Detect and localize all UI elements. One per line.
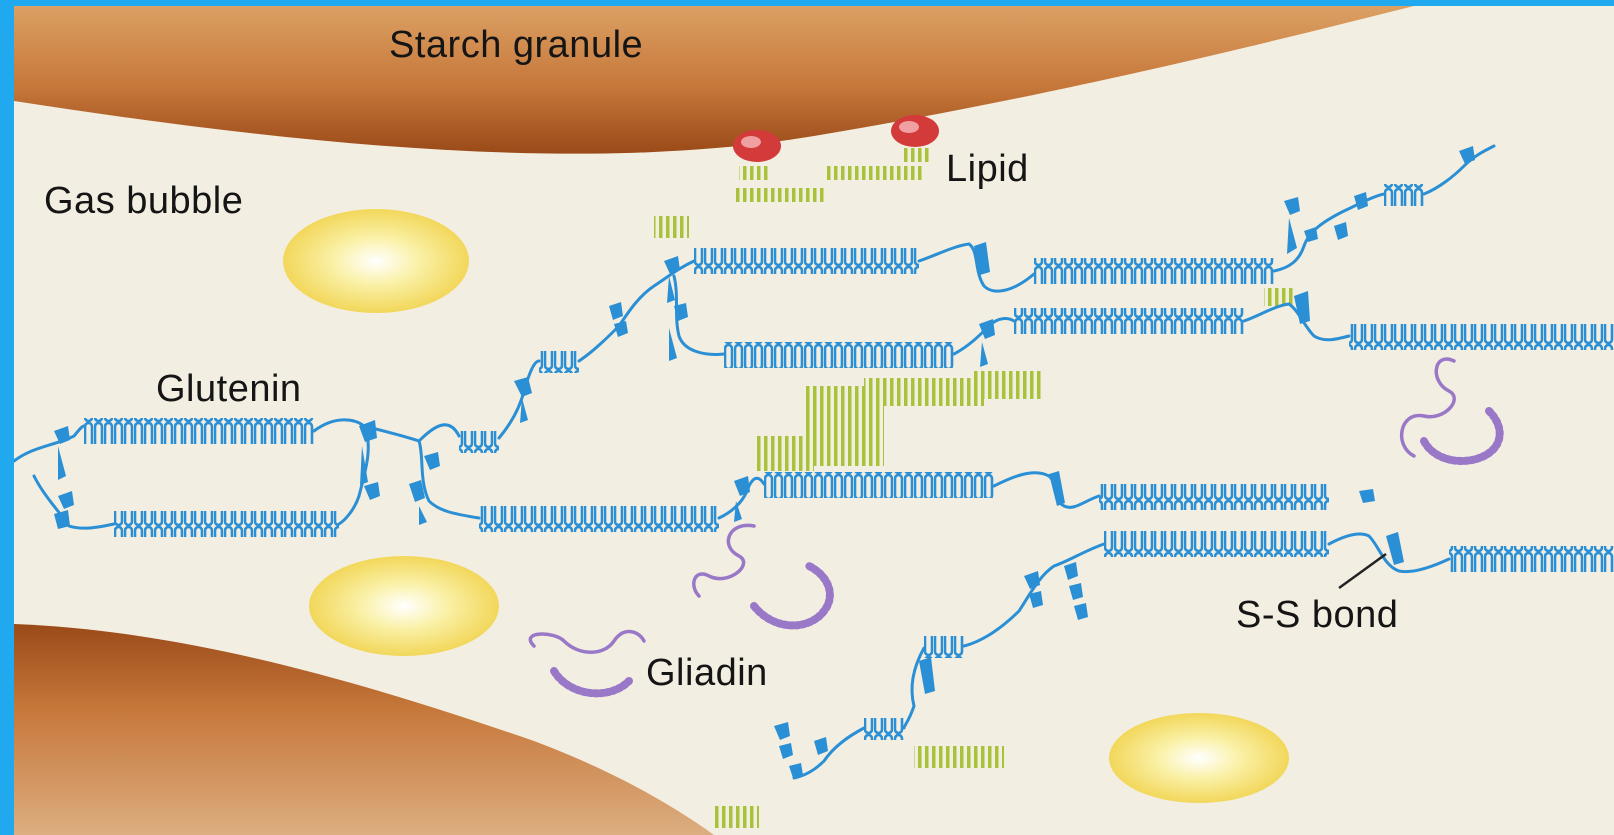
beta-sheet-aggregates (714, 371, 1044, 828)
starch-granule-label: Starch granule (389, 24, 643, 67)
lipid-label: Lipid (946, 148, 1029, 191)
starch-granule-bottom (14, 624, 714, 835)
gas-bubble-label: Gas bubble (44, 180, 243, 223)
glutenin-label: Glutenin (156, 368, 302, 411)
gliadin-label: Gliadin (646, 652, 768, 695)
gas-bubble (309, 556, 499, 656)
gluten-network-diagram (14, 6, 1614, 835)
gas-bubble (283, 209, 469, 313)
starch-granule-top (14, 6, 1414, 154)
ss-bond-pointer (1339, 554, 1386, 588)
ss-bond-label: S-S bond (1236, 594, 1398, 637)
gas-bubble (1109, 713, 1289, 803)
dough-diagram-frame: Starch granule Lipid Gas bubble Glutenin… (14, 6, 1614, 835)
